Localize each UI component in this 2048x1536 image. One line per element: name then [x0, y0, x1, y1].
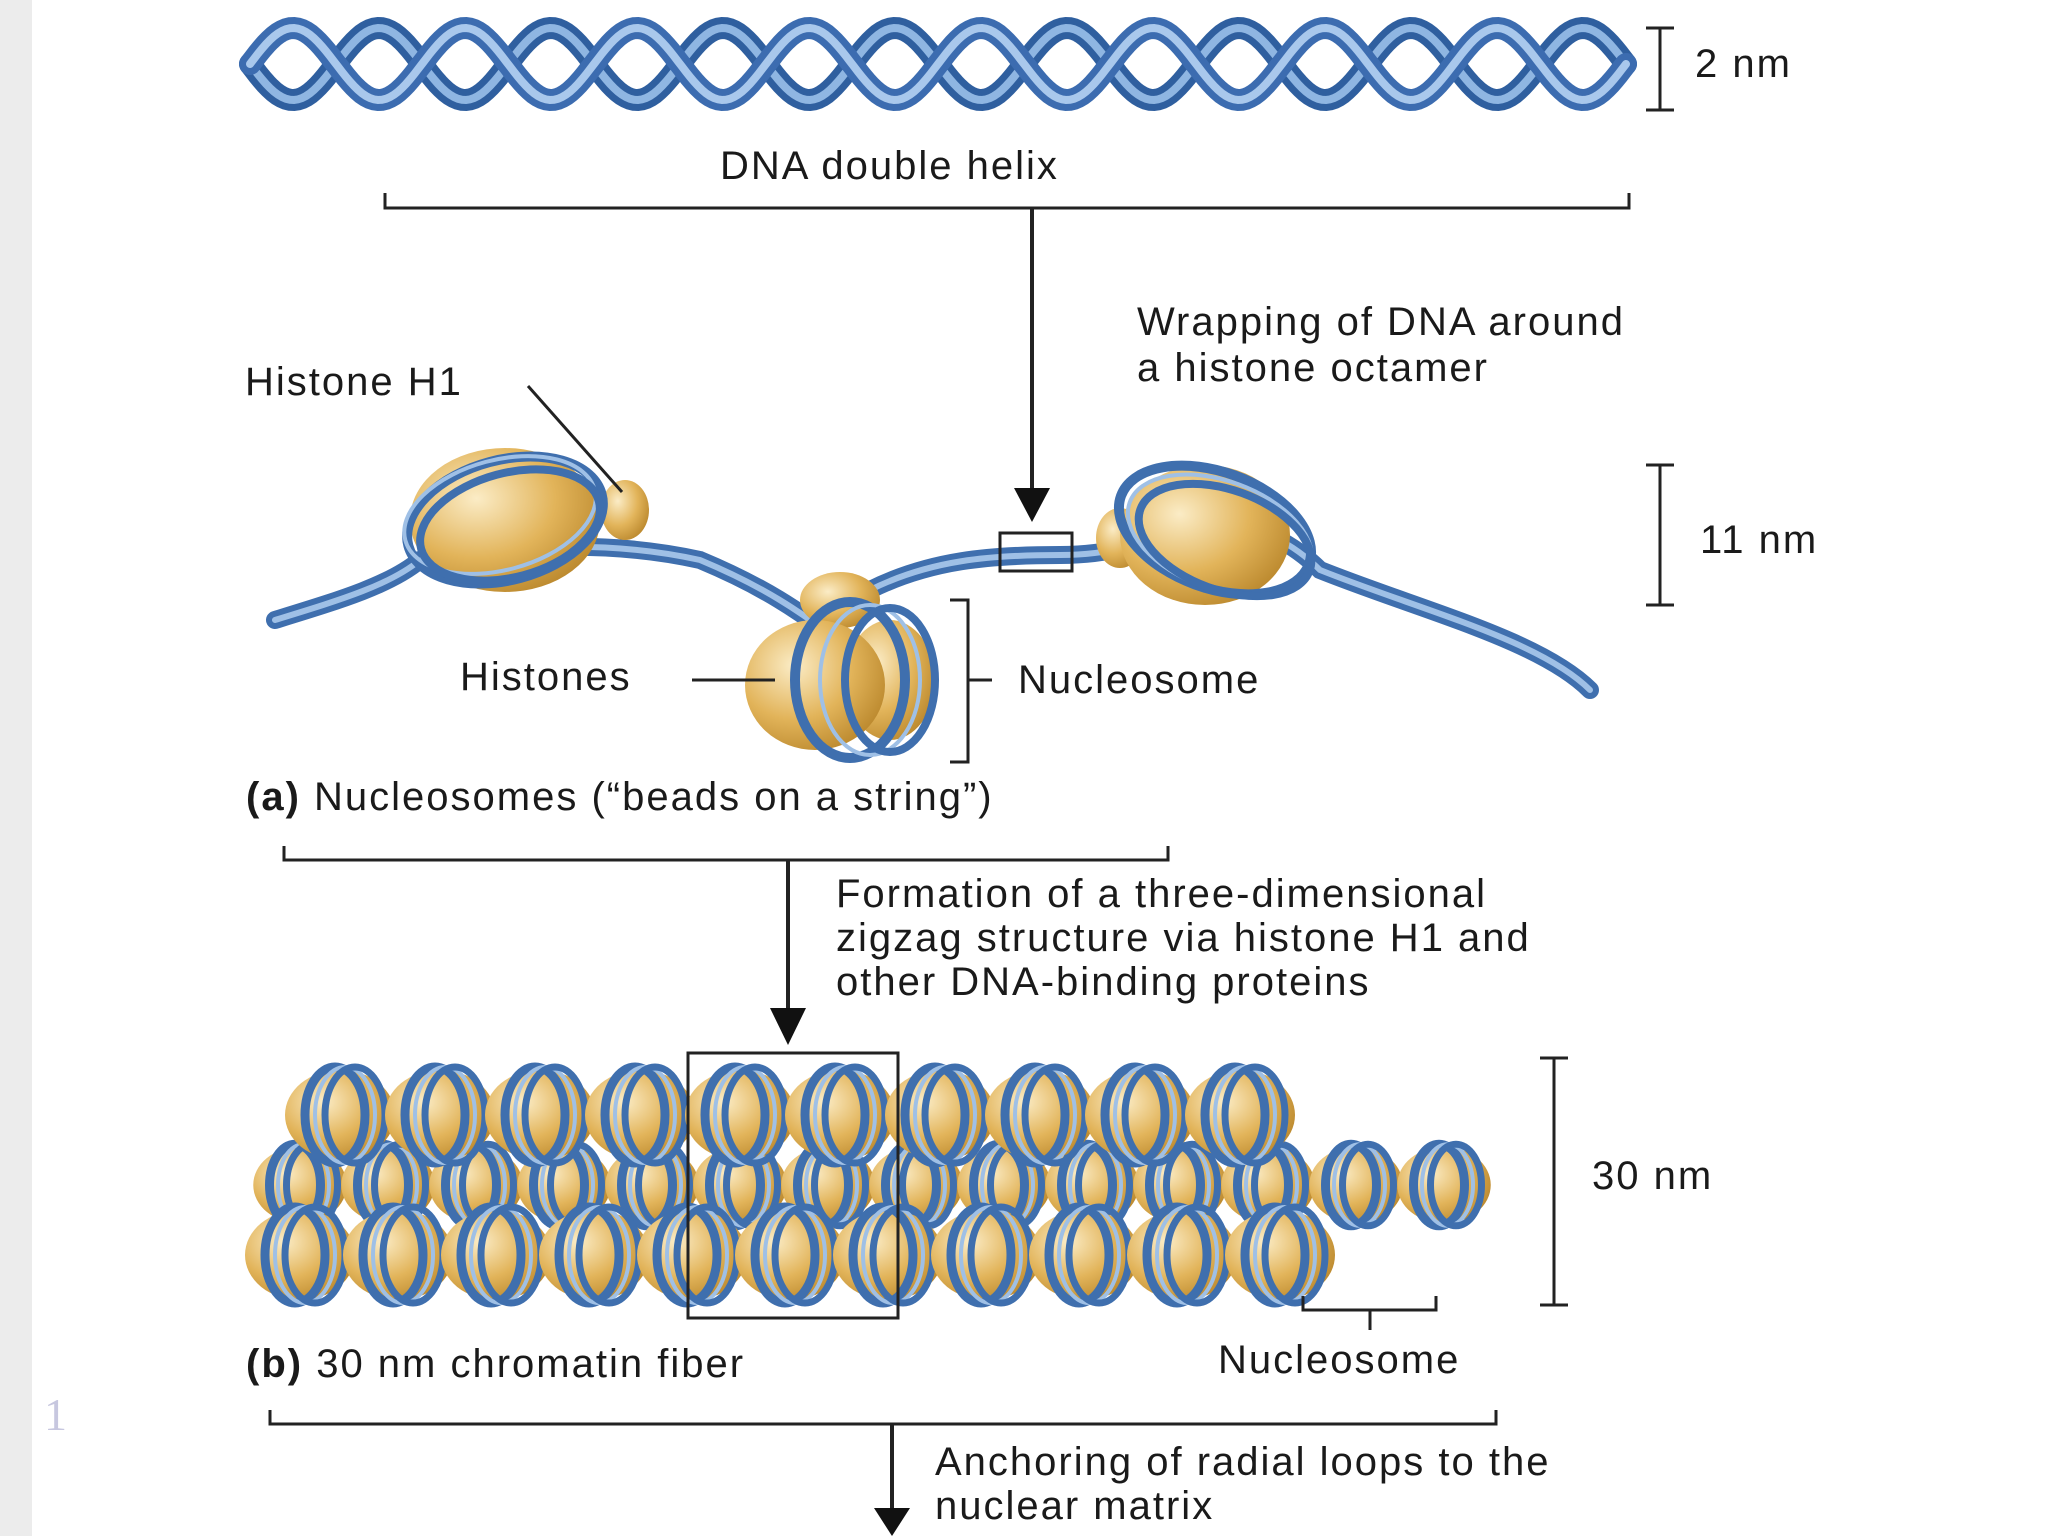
caption-b-tag: (b) — [246, 1342, 304, 1386]
caption-a-tag: (a) — [246, 775, 301, 819]
histone-h1-label: Histone H1 — [245, 360, 463, 404]
dna-helix-label: DNA double helix — [720, 144, 1059, 188]
fiber-nucleosome — [785, 1062, 895, 1168]
fiber-nucleosome — [285, 1062, 395, 1168]
fiber-nucleosome — [1309, 1139, 1403, 1231]
fiber-nucleosome — [343, 1202, 453, 1308]
pointer-histone-h1 — [526, 385, 624, 493]
bracket-b — [268, 1410, 1498, 1426]
zigzag-step-line1: Formation of a three-dimensional — [836, 872, 1487, 916]
scale-bar-2nm — [1646, 26, 1674, 112]
fiber-nucleosome — [985, 1062, 1095, 1168]
slide-number: 1 — [44, 1389, 67, 1440]
fiber-highlight-box — [686, 1051, 900, 1320]
arrow-zigzag — [770, 860, 806, 1045]
caption-a: (a) Nucleosomes (“beads on a string”) — [246, 775, 994, 819]
fiber-nucleosome — [385, 1062, 495, 1168]
fiber-nucleosome — [245, 1202, 355, 1308]
nucleosome-label-a: Nucleosome — [1018, 658, 1261, 702]
zigzag-step-line2: zigzag structure via histone H1 and — [836, 916, 1531, 960]
fiber-nucleosome — [441, 1202, 551, 1308]
arrow-wrapping — [1014, 208, 1050, 522]
fiber-nucleosome — [1127, 1202, 1237, 1308]
zigzag-step-line3: other DNA-binding proteins — [836, 960, 1371, 1004]
caption-b-text: 30 nm chromatin fiber — [316, 1342, 746, 1386]
wrapping-step-line1: Wrapping of DNA around — [1137, 300, 1625, 344]
bracket-nucleosome-b — [1301, 1296, 1438, 1330]
fiber-nucleosome — [1225, 1202, 1335, 1308]
fiber-nucleosome — [685, 1062, 795, 1168]
fiber-nucleosome — [539, 1202, 649, 1308]
fiber-nucleosome — [585, 1062, 695, 1168]
nucleosome-left — [402, 448, 649, 592]
anchoring-step-line2: nuclear matrix — [935, 1484, 1215, 1528]
histones-label: Histones — [460, 655, 632, 699]
fiber-nucleosome — [1397, 1139, 1491, 1231]
scale-label-2nm: 2 nm — [1695, 42, 1792, 86]
helix-strand — [246, 23, 1630, 105]
wrapping-step-line2: a histone octamer — [1137, 346, 1489, 390]
bracket-nucleosome-a — [950, 598, 992, 764]
bracket-dna — [383, 193, 1631, 210]
dna-double-helix — [239, 16, 1637, 112]
caption-b: (b) 30 nm chromatin fiber — [246, 1342, 745, 1386]
scale-bar-30nm — [1540, 1056, 1568, 1307]
fiber-nucleosome — [931, 1202, 1041, 1308]
anchoring-step-line1: Anchoring of radial loops to the — [935, 1440, 1551, 1484]
chromatin-fiber — [245, 1062, 1491, 1308]
caption-a-text: Nucleosomes (“beads on a string”) — [314, 775, 994, 819]
fiber-nucleosome — [1029, 1202, 1139, 1308]
scale-label-11nm: 11 nm — [1700, 518, 1819, 562]
scale-bar-11nm — [1646, 463, 1674, 607]
fiber-nucleosome — [885, 1062, 995, 1168]
bracket-a — [282, 846, 1170, 862]
fiber-nucleosome — [253, 1139, 347, 1231]
wrap-box — [998, 531, 1074, 573]
nucleosome-right — [1096, 460, 1317, 605]
fiber-nucleosome — [485, 1062, 595, 1168]
scale-label-30nm: 30 nm — [1592, 1154, 1714, 1198]
fiber-nucleosome — [1185, 1062, 1295, 1168]
nucleosome-label-b: Nucleosome — [1218, 1338, 1461, 1382]
left-sidebar-strip — [0, 0, 32, 1536]
arrow-anchoring — [874, 1424, 910, 1536]
nucleosome-middle — [745, 572, 939, 763]
